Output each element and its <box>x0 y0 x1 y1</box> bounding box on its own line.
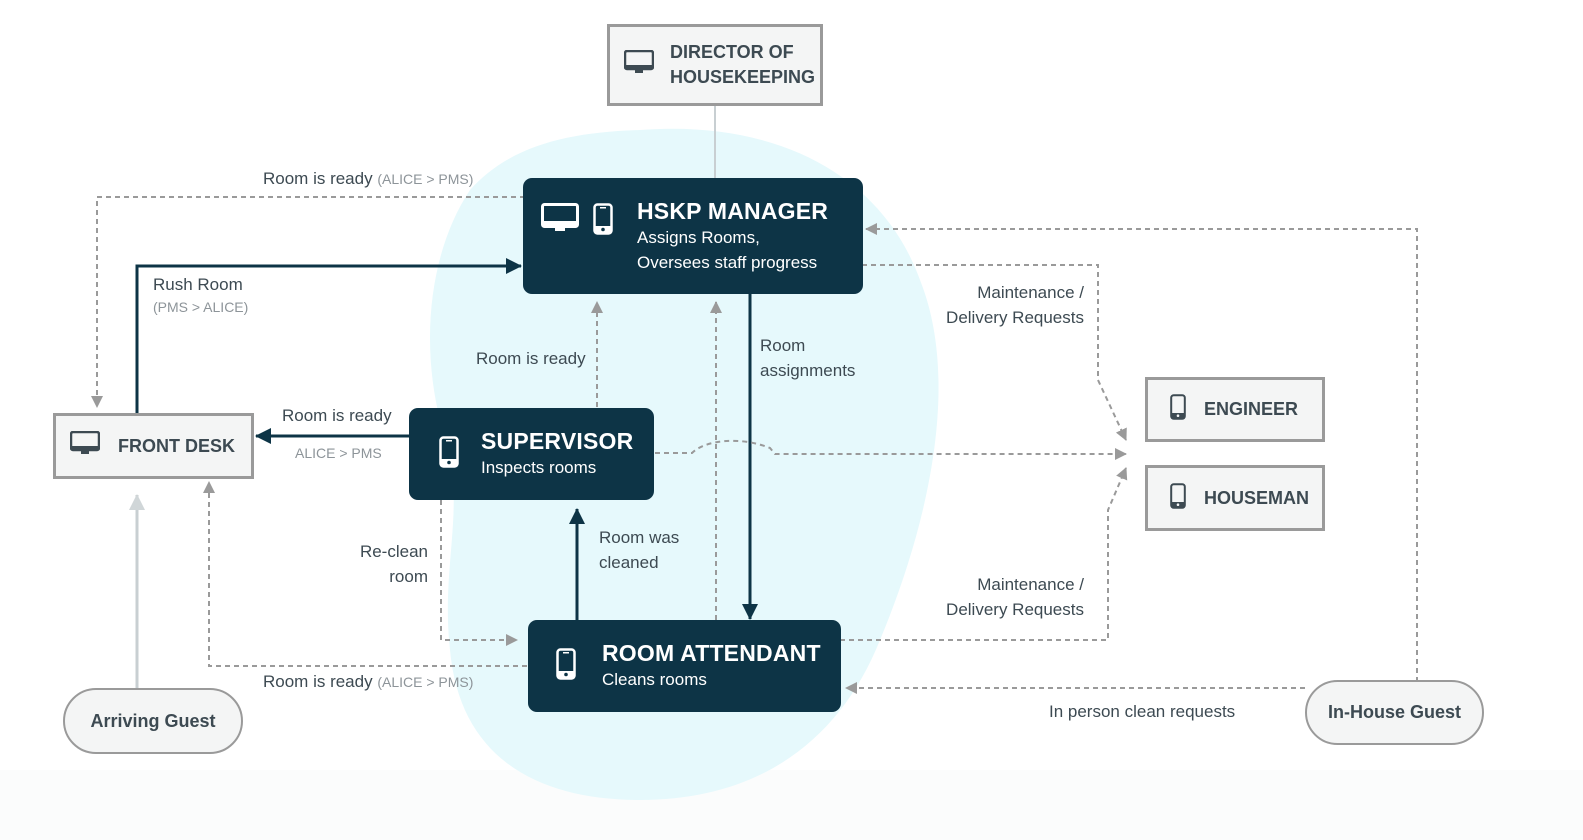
desktop-icon <box>623 49 655 81</box>
room-attendant-title: ROOM ATTENDANT <box>602 640 821 666</box>
label-manager-frontdesk: Room is ready (ALICE > PMS) <box>263 166 473 192</box>
hskp-manager-title: HSKP MANAGER <box>637 197 829 224</box>
edge-manager-frontdesk <box>91 196 525 408</box>
label-maintenance-bottom: Maintenance / Delivery Requests <box>930 572 1084 622</box>
engineer-title: ENGINEER <box>1204 399 1299 419</box>
in-house-guest-title: In-House Guest <box>1327 702 1461 722</box>
mobile-icon <box>1170 482 1186 514</box>
label-sub: (ALICE > PMS) <box>377 674 474 690</box>
label-supervisor-frontdesk-sub: ALICE > PMS <box>295 445 382 461</box>
label-reclean: Re-clean room <box>340 539 428 589</box>
label-line2: room <box>389 567 428 586</box>
label-rush-room-sub: (PMS > ALICE) <box>153 299 249 315</box>
label-text: Room is ready <box>263 672 373 691</box>
desktop-icon <box>69 430 101 462</box>
mobile-icon <box>556 647 576 685</box>
mobile-icon <box>439 435 459 473</box>
desktop-icon <box>541 202 579 240</box>
label-room-was-cleaned: Room was cleaned <box>599 525 679 575</box>
supervisor-subtitle: Inspects rooms <box>481 458 597 477</box>
mobile-icon <box>593 202 613 240</box>
label-text: Room is ready <box>263 169 373 188</box>
label-line1: Maintenance / <box>977 283 1084 302</box>
edge-guest-manager <box>865 223 1418 682</box>
label-line1: Room <box>760 336 806 355</box>
edge-reclean <box>440 500 518 646</box>
node-in-house-guest[interactable]: In-House Guest <box>1305 680 1484 745</box>
director-title-line2: HOUSEKEEPING <box>670 67 816 87</box>
arriving-guest-title: Arriving Guest <box>90 710 216 731</box>
label-attendant-frontdesk: Room is ready (ALICE > PMS) <box>263 669 473 695</box>
label-rush-room: Rush Room <box>153 272 243 297</box>
director-title-line1: DIRECTOR OF <box>670 42 794 62</box>
label-room-assignments: Room assignments <box>760 333 855 383</box>
edge-maintenance-top <box>862 264 1127 441</box>
label-sub: (ALICE > PMS) <box>377 171 474 187</box>
edge-rush-room <box>135 258 522 413</box>
label-in-person: In person clean requests <box>1049 702 1236 721</box>
mobile-icon <box>1170 394 1186 425</box>
houseman-title: HOUSEMAN <box>1204 487 1310 508</box>
node-hskp-manager[interactable]: HSKP MANAGER Assigns Rooms, Oversees sta… <box>523 178 863 294</box>
node-supervisor[interactable]: SUPERVISOR Inspects rooms <box>409 408 654 500</box>
label-supervisor-manager: Room is ready <box>476 349 586 368</box>
supervisor-title: SUPERVISOR <box>481 428 634 454</box>
label-supervisor-frontdesk: Room is ready <box>282 406 392 425</box>
node-room-attendant[interactable]: ROOM ATTENDANT Cleans rooms <box>528 620 841 712</box>
label-line2: Delivery Requests <box>946 600 1084 619</box>
edge-maintenance-bottom <box>840 467 1128 641</box>
node-front-desk[interactable]: FRONT DESK <box>53 413 254 479</box>
label-maintenance-top: Maintenance / Delivery Requests <box>930 280 1084 330</box>
edge-supervisor-services <box>655 439 1127 460</box>
label-line2: cleaned <box>599 553 659 572</box>
label-text: Rush Room <box>153 275 243 294</box>
node-houseman[interactable]: HOUSEMAN <box>1145 465 1325 531</box>
label-line2: assignments <box>760 361 856 380</box>
edge-attendant-frontdesk <box>203 481 527 667</box>
label-line1: Re-clean <box>359 542 428 561</box>
node-arriving-guest[interactable]: Arriving Guest <box>63 688 243 754</box>
footer-band <box>0 770 1583 840</box>
label-line2: Delivery Requests <box>946 308 1084 327</box>
node-engineer[interactable]: ENGINEER <box>1145 377 1325 442</box>
hskp-manager-subtitle-line1: Assigns Rooms, <box>637 227 760 247</box>
label-line1: Room was <box>599 528 680 547</box>
label-line1: Maintenance / <box>977 575 1084 594</box>
room-attendant-subtitle: Cleans rooms <box>602 670 707 689</box>
node-director[interactable]: DIRECTOR OF HOUSEKEEPING <box>607 24 823 106</box>
front-desk-title: FRONT DESK <box>118 435 235 456</box>
hskp-manager-subtitle-line2: Oversees staff progress <box>637 252 818 272</box>
